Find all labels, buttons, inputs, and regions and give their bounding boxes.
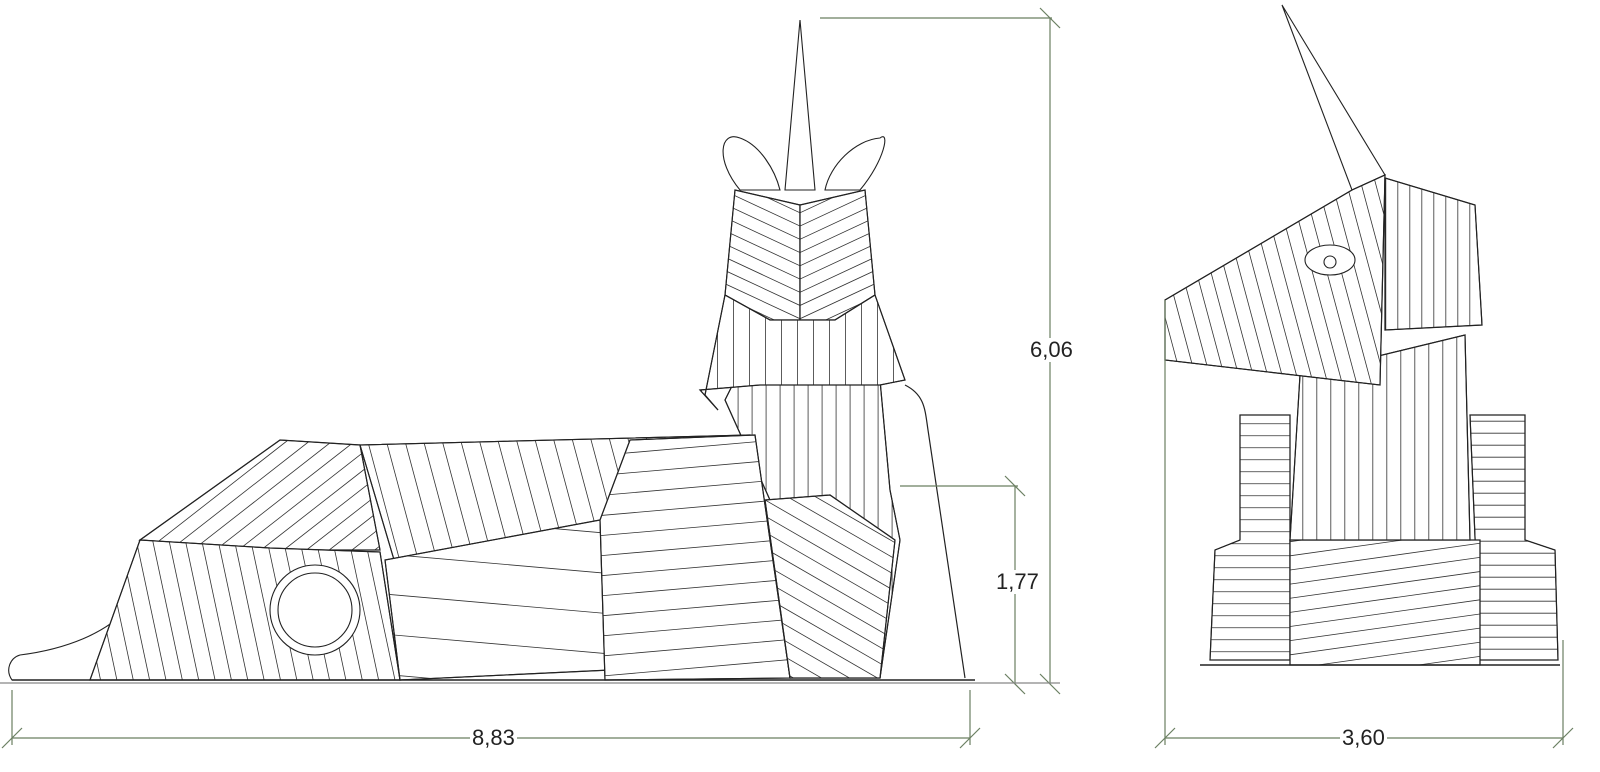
chest-panel [764, 494, 896, 679]
head-right [799, 189, 876, 321]
rear-top-panel [138, 439, 381, 551]
right-ear [824, 136, 886, 191]
dimension-total-height: 6,06 [1028, 337, 1075, 362]
fire-pole [904, 384, 966, 679]
dimension-front-width: 3,60 [1340, 725, 1387, 750]
front-body-panel [599, 434, 791, 681]
head-lower [698, 294, 906, 411]
dimension-total-length: 8,83 [470, 725, 517, 750]
left-ear [722, 136, 781, 191]
dimension-platform-height: 1,77 [994, 569, 1041, 594]
horn [784, 19, 816, 191]
lower-right-block [1469, 414, 1559, 661]
lower-left-block [1209, 414, 1291, 661]
horn-front [1281, 4, 1386, 191]
front-elevation-view [1164, 4, 1560, 666]
lower-center [1289, 539, 1481, 666]
side-elevation-view [8, 19, 975, 681]
head-side [1164, 174, 1386, 386]
head-front [1384, 177, 1483, 331]
head-left [724, 189, 801, 321]
